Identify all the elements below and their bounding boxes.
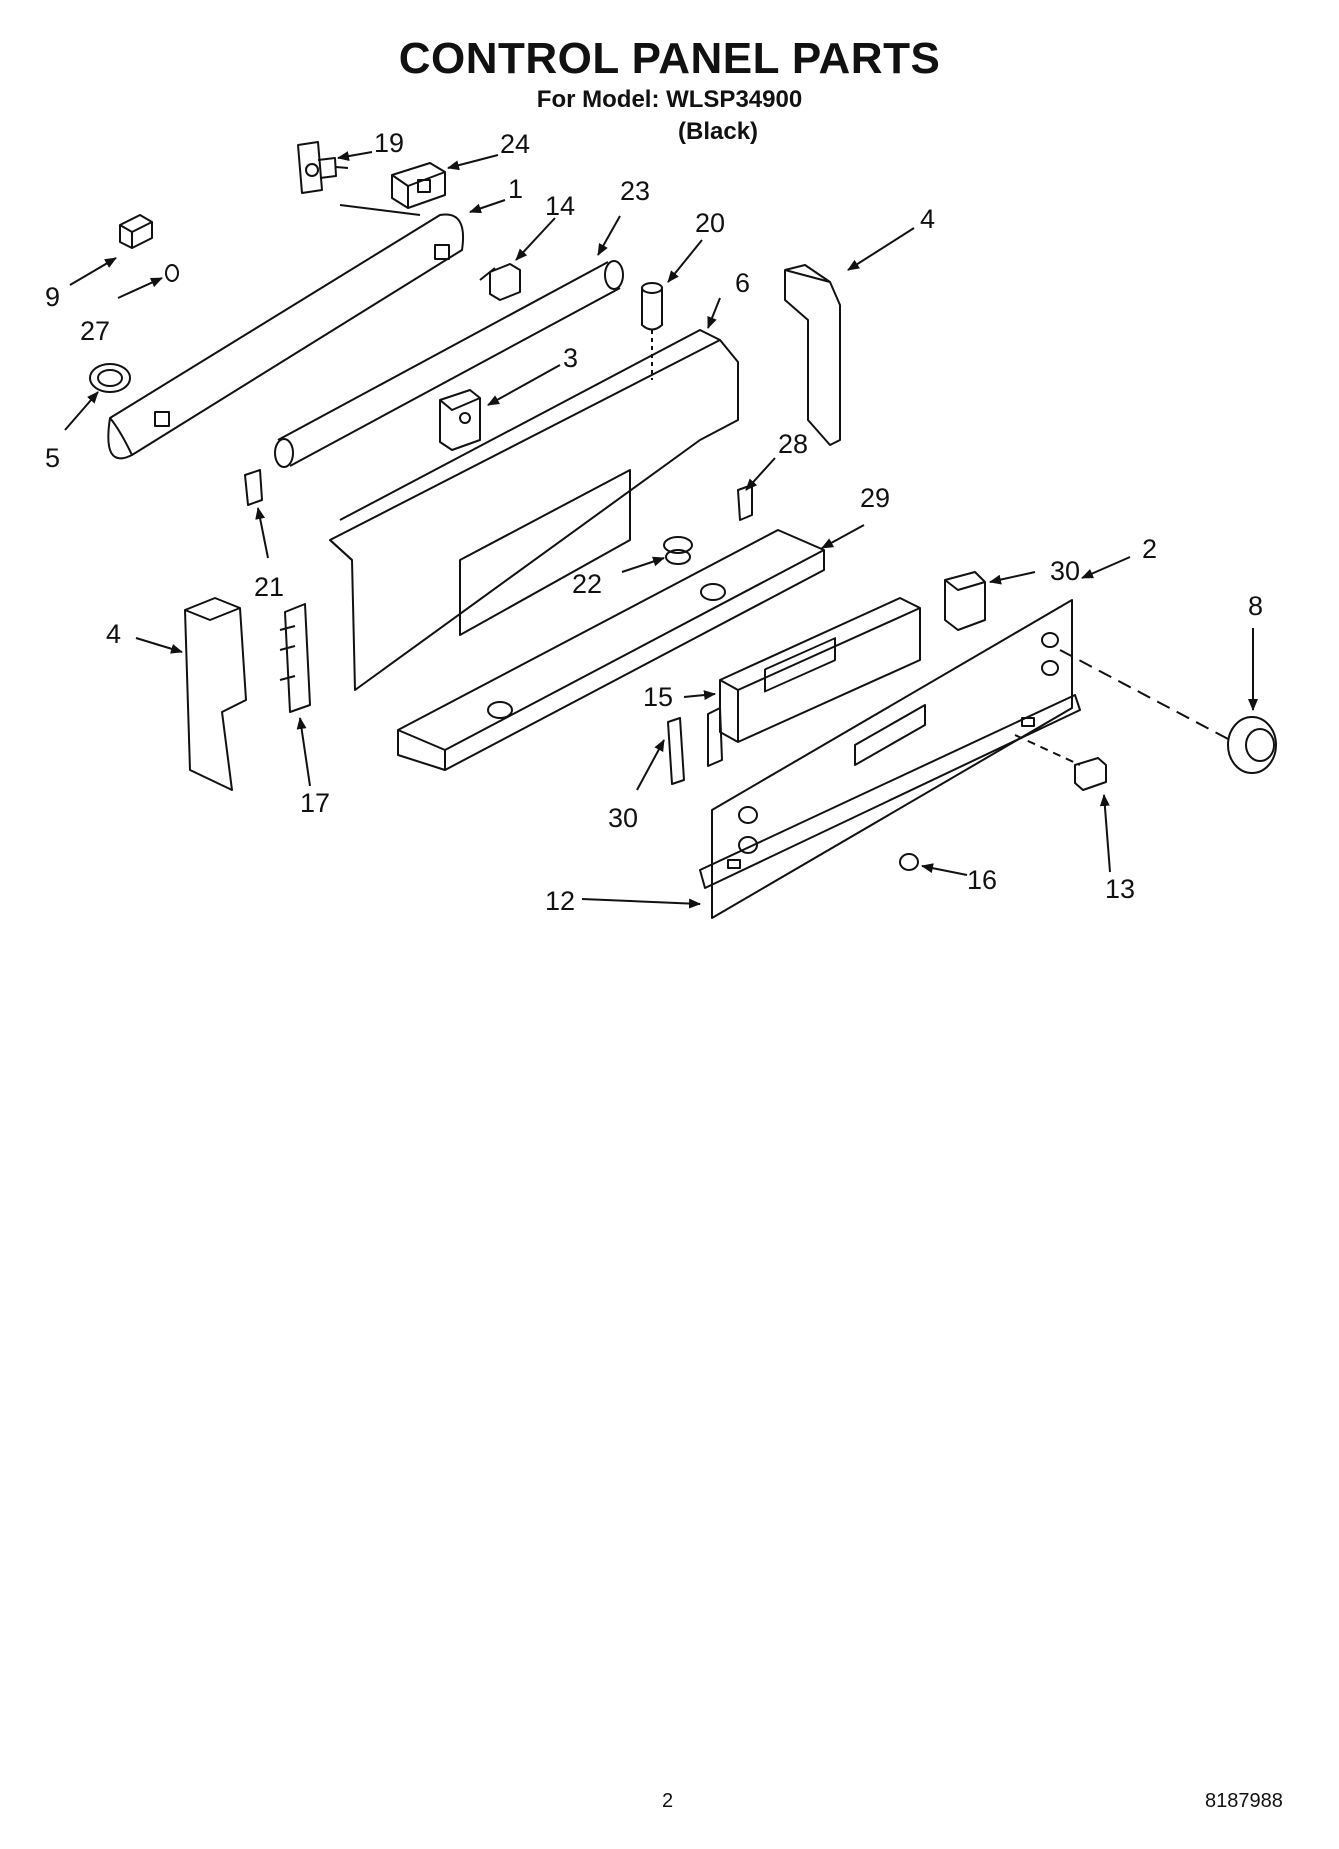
callout-5: 5: [45, 443, 60, 473]
part-8-knob: [1227, 716, 1277, 774]
callout-4-left: 4: [106, 619, 121, 649]
part-14-bracket: [479, 263, 521, 301]
part-6-bracket: [329, 329, 739, 691]
part-15-control-board: [707, 597, 921, 767]
callout-19: 19: [374, 128, 404, 158]
part-19-switch: [297, 141, 349, 194]
part-28-clip: [737, 484, 753, 521]
callout-3: 3: [563, 343, 578, 373]
part-30-bracket-lower: [667, 717, 685, 785]
part-3-switch: [439, 389, 481, 451]
callout-12: 12: [545, 886, 575, 916]
part-30-bracket-upper: [944, 571, 986, 631]
callout-23: 23: [620, 176, 650, 206]
callout-14: 14: [545, 191, 575, 221]
part-23-tube: [274, 260, 624, 468]
callout-16: 16: [967, 865, 997, 895]
callout-4-right: 4: [920, 204, 935, 234]
part-16-screw: [899, 853, 919, 871]
model-subtitle: For Model: WLSP34900: [536, 86, 803, 113]
part-21-clip: [244, 469, 263, 506]
callout-29: 29: [860, 483, 890, 513]
callout-1: 1: [508, 174, 523, 204]
callout-27: 27: [80, 316, 110, 346]
part-9-clip: [119, 214, 153, 249]
callout-6: 6: [735, 268, 750, 298]
part-29-plate: [397, 529, 825, 771]
callout-21: 21: [254, 572, 284, 602]
part-4-endcap-right: [784, 264, 841, 446]
document-number: 8187988: [1205, 1790, 1283, 1812]
callout-20: 20: [695, 208, 725, 238]
page-number: 2: [662, 1790, 674, 1812]
callout-17: 17: [300, 788, 330, 818]
callout-15: 15: [643, 682, 673, 712]
part-13-button: [1074, 757, 1107, 791]
callout-2: 2: [1142, 534, 1157, 564]
callout-28: 28: [778, 429, 808, 459]
callout-22: 22: [572, 569, 602, 599]
part-20-capacitor: [641, 282, 663, 380]
callout-13: 13: [1105, 874, 1135, 904]
page-title: CONTROL PANEL PARTS: [398, 34, 941, 83]
color-subtitle: (Black): [678, 118, 759, 145]
part-12-trim: [699, 694, 1081, 889]
callout-24: 24: [500, 129, 530, 159]
part-17-bracket: [279, 603, 311, 713]
part-27-washer: [165, 264, 179, 282]
part-5-gear: [89, 363, 131, 393]
part-22-grommet: [663, 536, 693, 565]
callout-9: 9: [45, 282, 60, 312]
part-24-relay: [391, 162, 446, 209]
callout-30-upper: 30: [1050, 556, 1080, 586]
part-1-cover: [107, 204, 464, 460]
callout-8: 8: [1248, 591, 1263, 621]
part-4-endcap-left: [184, 597, 247, 791]
callout-30-lower: 30: [608, 803, 638, 833]
part-2-front-panel: [711, 599, 1073, 919]
